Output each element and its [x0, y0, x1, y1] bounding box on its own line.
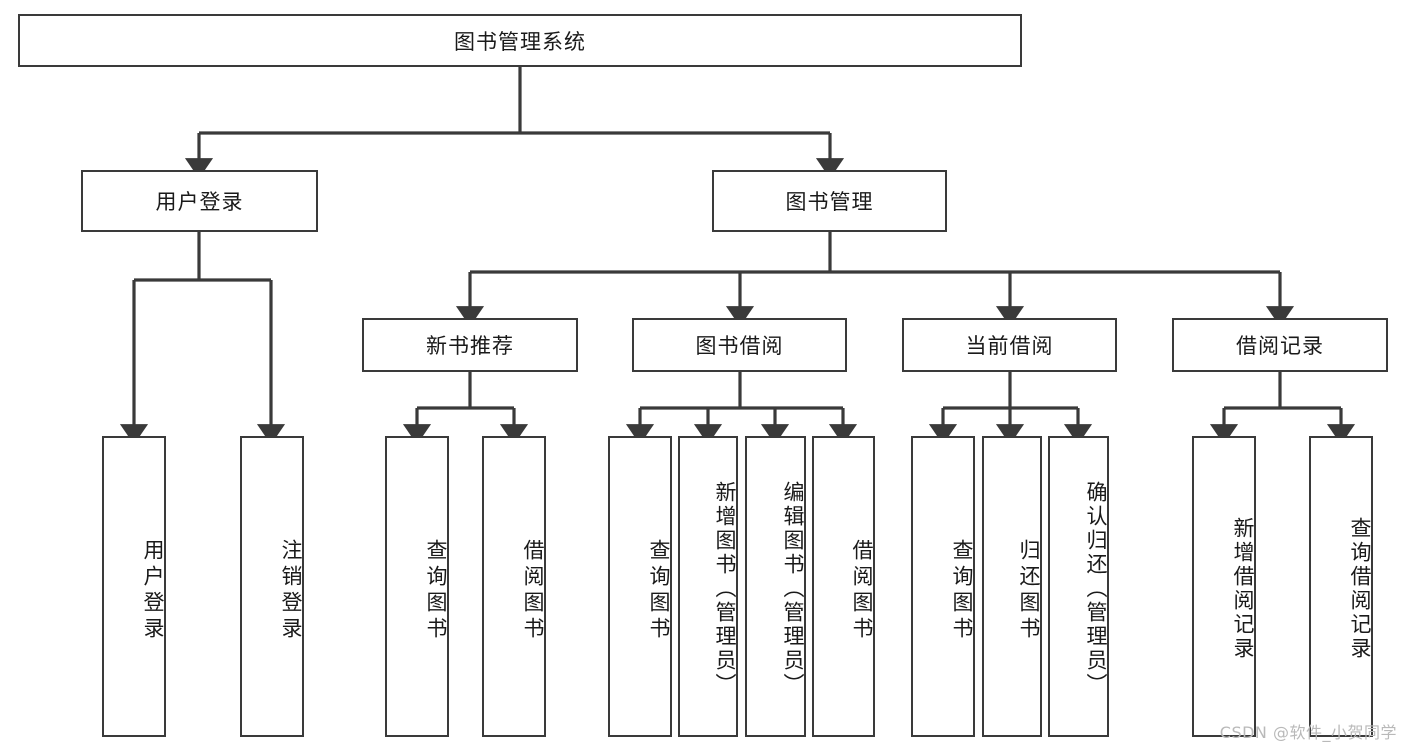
leaf-query-books-borrow[interactable]: 查询图书	[608, 436, 672, 737]
leaf-return-books[interactable]: 归还图书	[982, 436, 1042, 737]
leaf-query-borrow-record[interactable]: 查询借阅记录	[1309, 436, 1373, 737]
node-new-book-recommend[interactable]: 新书推荐	[362, 318, 578, 372]
leaf-confirm-return-admin[interactable]: 确认归还（管理员）	[1048, 436, 1109, 737]
leaf-query-books-recommend[interactable]: 查询图书	[385, 436, 449, 737]
node-borrow-records[interactable]: 借阅记录	[1172, 318, 1388, 372]
node-user-login[interactable]: 用户登录	[81, 170, 318, 232]
node-current-borrow[interactable]: 当前借阅	[902, 318, 1117, 372]
leaf-logout[interactable]: 注销登录	[240, 436, 304, 737]
leaf-add-borrow-record[interactable]: 新增借阅记录	[1192, 436, 1256, 737]
leaf-add-book-admin[interactable]: 新增图书（管理员）	[678, 436, 738, 737]
leaf-query-books-current[interactable]: 查询图书	[911, 436, 975, 737]
leaf-borrow-books-recommend[interactable]: 借阅图书	[482, 436, 546, 737]
leaf-edit-book-admin[interactable]: 编辑图书（管理员）	[745, 436, 806, 737]
node-book-management[interactable]: 图书管理	[712, 170, 947, 232]
leaf-borrow-books-borrow[interactable]: 借阅图书	[812, 436, 875, 737]
csdn-watermark: CSDN @软件_小贺同学	[1219, 723, 1397, 742]
node-book-borrow[interactable]: 图书借阅	[632, 318, 847, 372]
node-root-library-system[interactable]: 图书管理系统	[18, 14, 1022, 67]
leaf-user-login[interactable]: 用户登录	[102, 436, 166, 737]
